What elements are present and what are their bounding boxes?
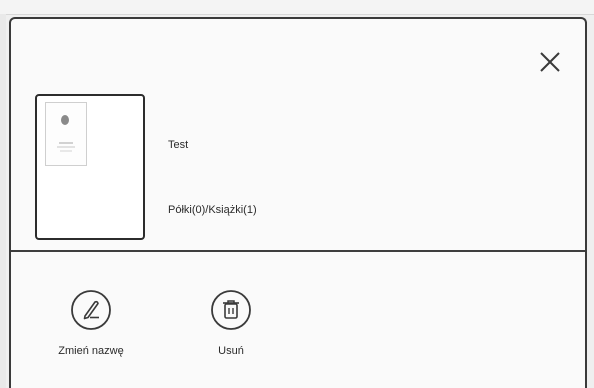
close-button[interactable] bbox=[535, 47, 565, 77]
book-cover-thumbnail bbox=[35, 94, 145, 240]
rename-label: Zmień nazwę bbox=[58, 345, 124, 357]
delete-label: Usuń bbox=[218, 345, 244, 357]
book-options-dialog: Test Półki(0)/Książki(1) Zmień nazwę Usu… bbox=[9, 17, 587, 388]
divider bbox=[11, 250, 585, 252]
delete-button[interactable]: Usuń bbox=[201, 289, 261, 357]
close-icon bbox=[540, 52, 560, 72]
pencil-icon bbox=[71, 290, 111, 330]
background-app-bar bbox=[0, 0, 594, 15]
background-edge bbox=[0, 14, 6, 388]
book-location: Półki(0)/Książki(1) bbox=[168, 204, 257, 216]
book-title: Test bbox=[168, 139, 189, 151]
trash-icon bbox=[211, 290, 251, 330]
cover-page-preview bbox=[45, 102, 87, 166]
rename-button[interactable]: Zmień nazwę bbox=[51, 289, 131, 357]
